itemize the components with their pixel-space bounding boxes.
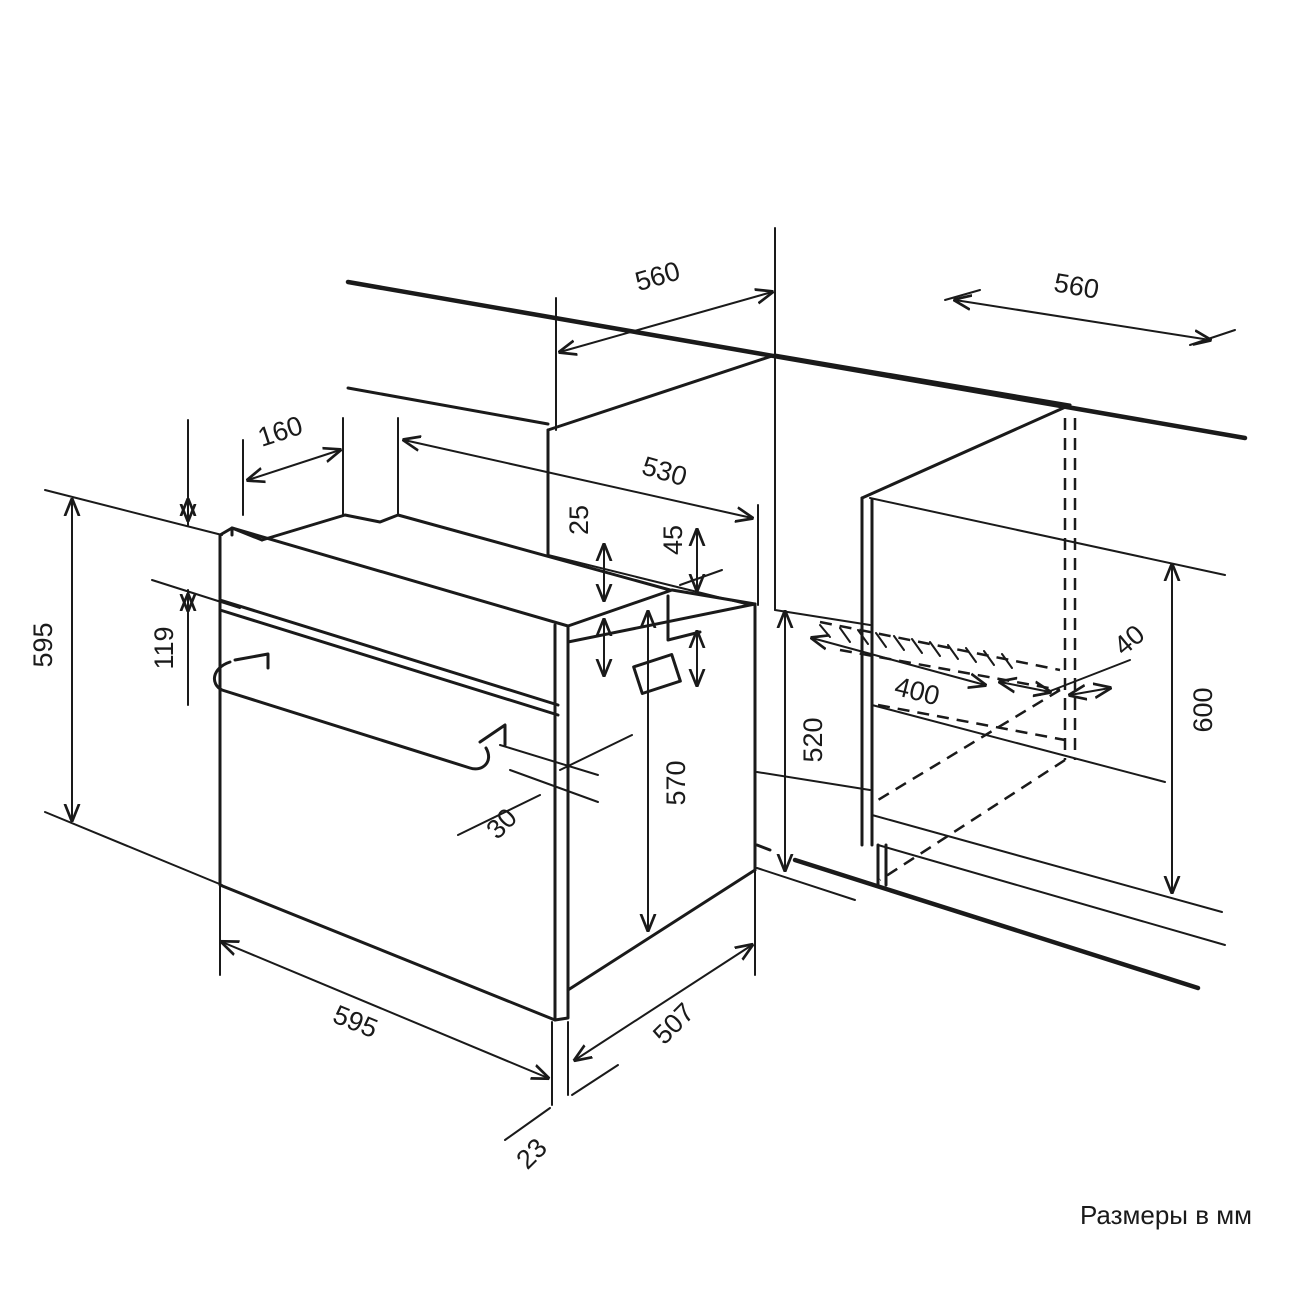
units-caption: Размеры в мм: [1079, 1200, 1252, 1230]
dim-panel-height: 119: [149, 626, 179, 669]
dim-oven-depth: 507: [647, 997, 700, 1050]
dim-inner-height: 570: [661, 760, 691, 805]
dimension-labels: 560 560 160 530 25 45 119 595 30 570 520…: [28, 256, 1218, 1175]
dim-vent-offset: 40: [1108, 619, 1150, 661]
dimension-lines: [44, 290, 1236, 1141]
dim-top-offset: 160: [254, 410, 306, 452]
dim-cabinet-depth: 530: [639, 451, 691, 492]
cabinet-lines: [345, 227, 1248, 991]
dim-top-gap: 25: [564, 505, 594, 535]
dim-vent-width: 400: [892, 671, 943, 711]
dim-cabinet-width-left: 560: [632, 256, 684, 297]
dim-oven-height: 595: [28, 622, 58, 667]
dim-rear-gap: 45: [658, 525, 688, 555]
dim-cavity-height: 520: [798, 717, 828, 762]
dim-cabinet-width-right: 560: [1052, 267, 1102, 304]
dim-niche-height: 600: [1188, 687, 1218, 732]
dim-door-thickness: 23: [510, 1132, 552, 1174]
dim-vent-depth: 30: [480, 802, 522, 844]
